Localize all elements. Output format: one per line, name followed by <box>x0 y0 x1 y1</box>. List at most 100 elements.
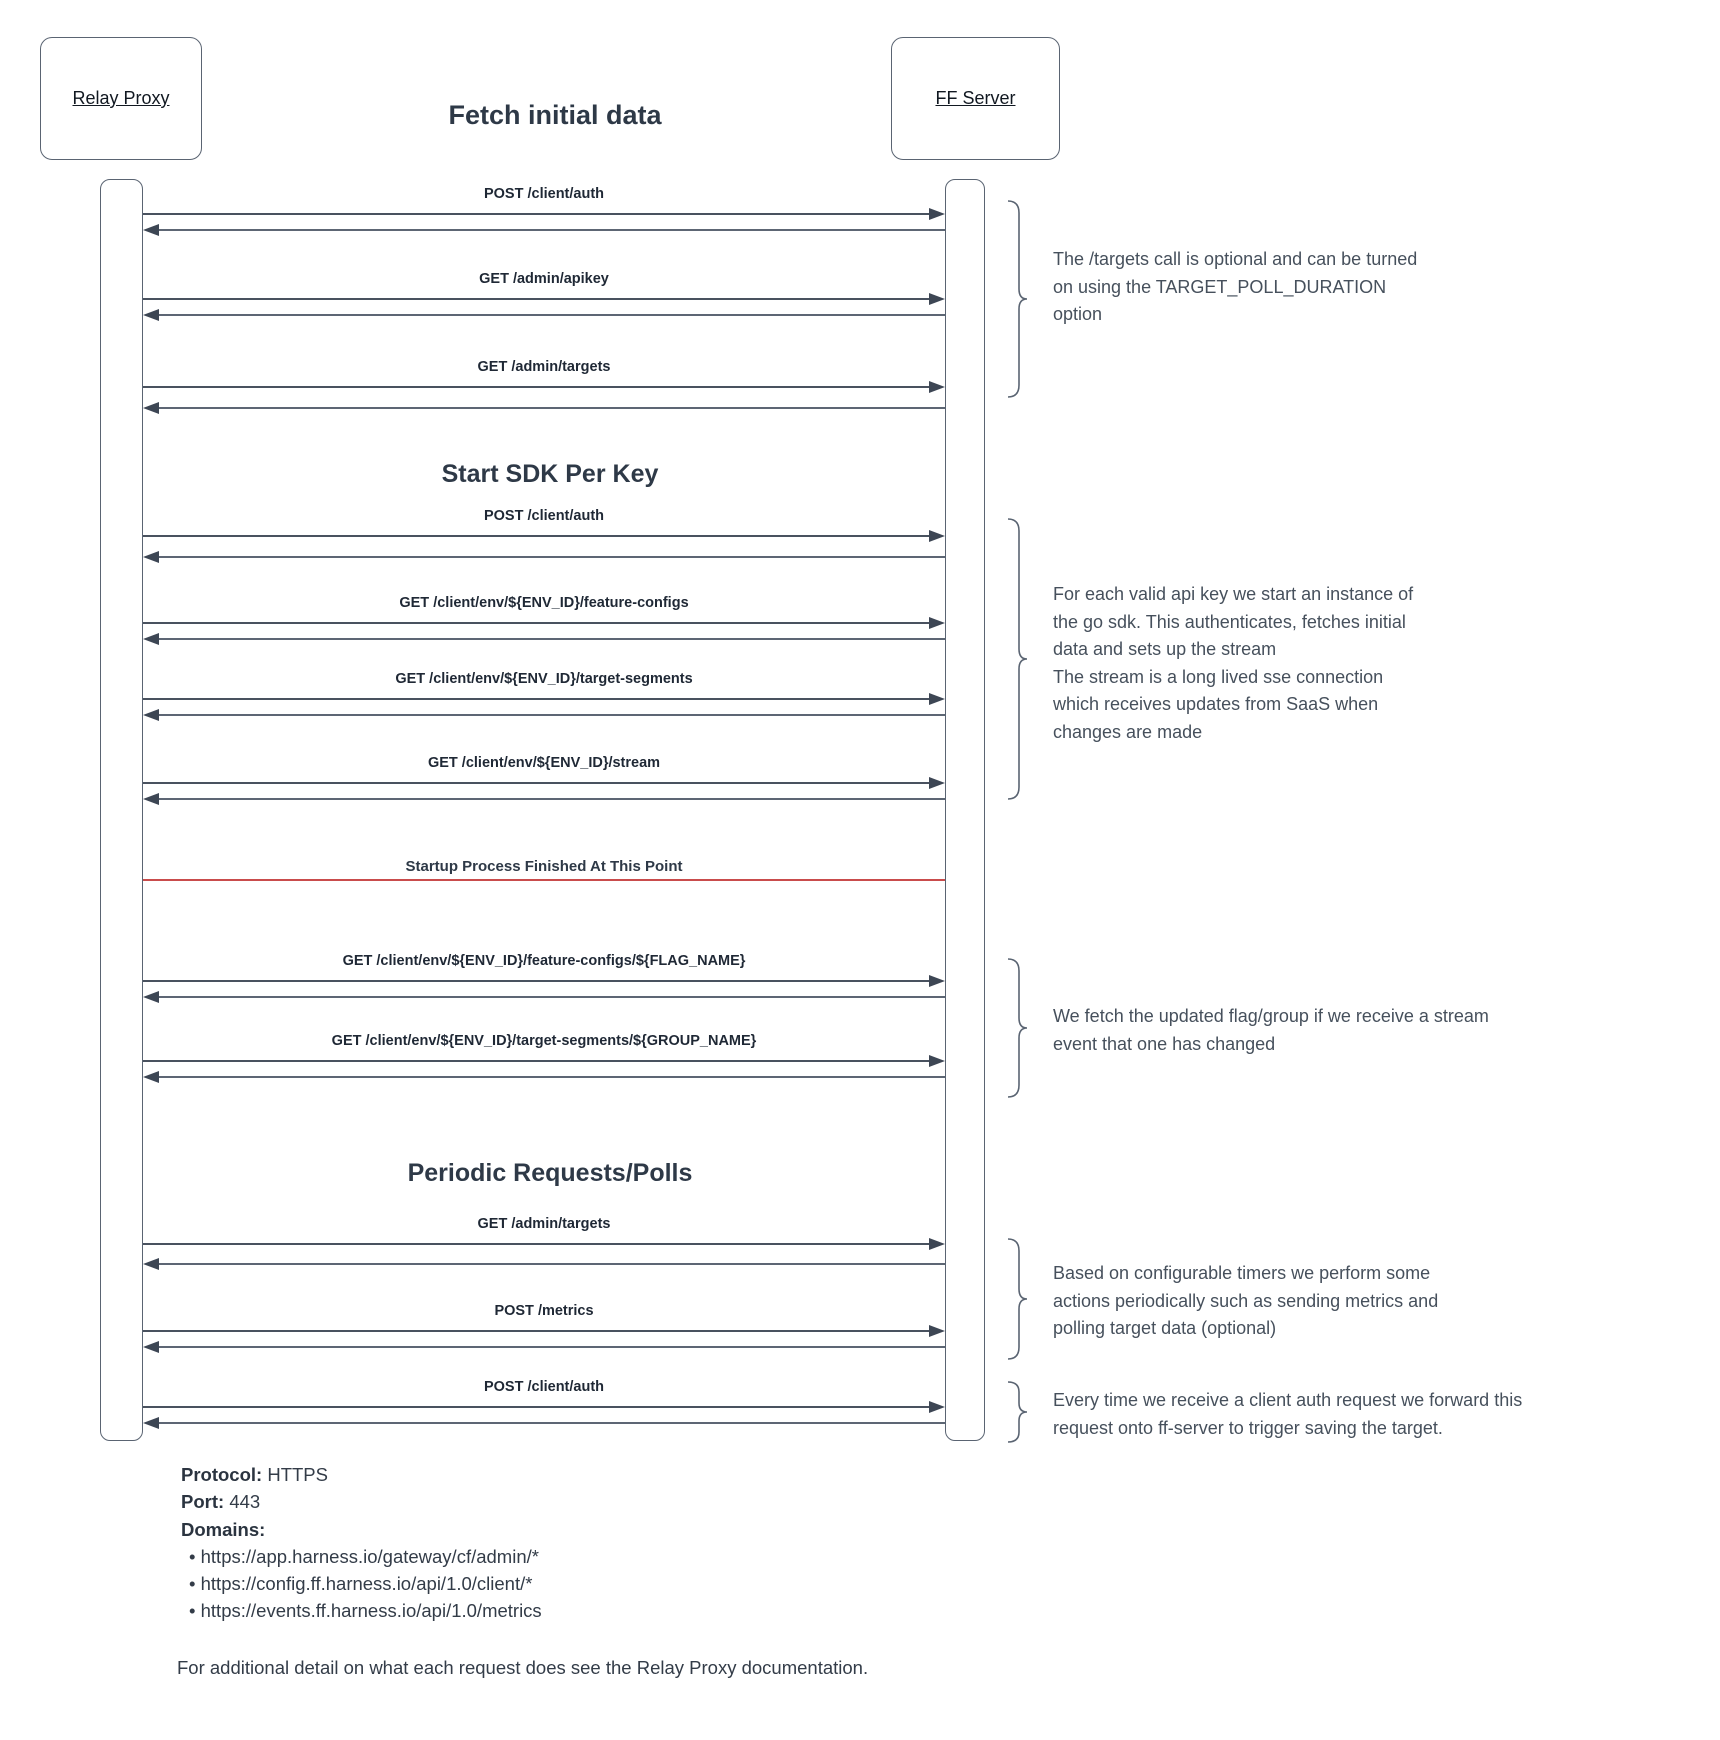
annotation-line: Based on configurable timers we perform … <box>1053 1263 1431 1283</box>
arrowhead-right-icon <box>929 1325 945 1337</box>
startup-divider-label: Startup Process Finished At This Point <box>405 858 683 875</box>
annotation-line: on using the TARGET_POLL_DURATION <box>1053 276 1387 297</box>
message-arrow-forward <box>143 535 930 537</box>
message-arrow-return <box>158 996 945 998</box>
message-row: GET /admin/apikey <box>143 271 945 327</box>
actor-label-ff-server: FF Server <box>935 88 1016 108</box>
port-line: Port: 443 <box>181 1488 542 1515</box>
message-row: POST /client/auth <box>143 1379 945 1435</box>
annotation-line: which receives updates from SaaS when <box>1053 694 1379 714</box>
message-label: GET /admin/targets <box>477 1216 611 1232</box>
message-arrow-return <box>158 638 945 640</box>
arrowhead-right-icon <box>929 1401 945 1413</box>
section-header-periodic: Periodic Requests/Polls <box>407 1159 693 1187</box>
arrowhead-right-icon <box>929 530 945 542</box>
message-label: GET /client/env/${ENV_ID}/target-segment… <box>395 671 693 687</box>
message-row: GET /client/env/${ENV_ID}/target-segment… <box>143 1033 945 1089</box>
message-arrow-forward <box>143 980 930 982</box>
message-arrow-return <box>158 798 945 800</box>
annotation-line: data and sets up the stream <box>1053 639 1277 659</box>
arrowhead-left-icon <box>143 309 159 321</box>
arrowhead-right-icon <box>929 1238 945 1250</box>
arrowhead-right-icon <box>929 1055 945 1067</box>
actor-label-relay-proxy: Relay Proxy <box>72 88 170 108</box>
arrowhead-left-icon <box>143 793 159 805</box>
message-arrow-forward <box>143 782 930 784</box>
message-arrow-return <box>158 1263 945 1265</box>
message-label: GET /client/env/${ENV_ID}/feature-config… <box>399 595 689 611</box>
arrowhead-right-icon <box>929 381 945 393</box>
annotation-brace-icon <box>1007 1238 1028 1360</box>
lifeline-relay-proxy <box>100 179 143 1441</box>
arrowhead-right-icon <box>929 208 945 220</box>
message-arrow-return <box>158 314 945 316</box>
message-row: GET /client/env/${ENV_ID}/stream <box>143 755 945 811</box>
annotation-brace-icon <box>1007 518 1028 800</box>
domain-list-item: https://app.harness.io/gateway/cf/admin/… <box>189 1543 542 1570</box>
message-row: GET /admin/targets <box>143 359 945 415</box>
message-label: POST /client/auth <box>483 186 605 202</box>
message-arrow-return <box>158 1346 945 1348</box>
message-label: POST /client/auth <box>483 508 605 524</box>
protocol-line: Protocol: HTTPS <box>181 1461 542 1488</box>
message-label: GET /admin/targets <box>477 359 611 375</box>
arrowhead-left-icon <box>143 991 159 1003</box>
arrowhead-left-icon <box>143 633 159 645</box>
arrowhead-right-icon <box>929 293 945 305</box>
message-arrow-forward <box>143 386 930 388</box>
message-label: GET /client/env/${ENV_ID}/feature-config… <box>342 953 746 969</box>
annotation-text: The /targets call is optional and can be… <box>1053 246 1417 329</box>
message-label: POST /client/auth <box>483 1379 605 1395</box>
annotation-text: We fetch the updated flag/group if we re… <box>1053 1003 1489 1058</box>
message-row: POST /metrics <box>143 1303 945 1359</box>
message-arrow-return <box>158 1422 945 1424</box>
domain-list-item: https://events.ff.harness.io/api/1.0/met… <box>189 1597 542 1624</box>
message-row: POST /client/auth <box>143 186 945 242</box>
message-label: GET /admin/apikey <box>479 271 609 287</box>
message-arrow-return <box>158 229 945 231</box>
message-arrow-forward <box>143 213 930 215</box>
message-arrow-forward <box>143 622 930 624</box>
protocol-label: Protocol: <box>181 1464 263 1485</box>
annotation-line: the go sdk. This authenticates, fetches … <box>1053 611 1406 632</box>
annotation-line: option <box>1053 304 1103 324</box>
annotation-text: Based on configurable timers we perform … <box>1053 1260 1438 1343</box>
arrowhead-left-icon <box>143 402 159 414</box>
message-arrow-forward <box>143 298 930 300</box>
domain-list-item: https://config.ff.harness.io/api/1.0/cli… <box>189 1570 542 1597</box>
message-arrow-forward <box>143 1060 930 1062</box>
arrowhead-right-icon <box>929 617 945 629</box>
message-arrow-return <box>158 1076 945 1078</box>
arrowhead-right-icon <box>929 975 945 987</box>
message-label: POST /metrics <box>494 1303 594 1319</box>
port-label: Port: <box>181 1491 225 1513</box>
arrowhead-left-icon <box>143 551 159 563</box>
protocol-value: HTTPS <box>267 1464 328 1485</box>
connection-details: Protocol: HTTPS Port: 443 Domains: https… <box>181 1461 542 1625</box>
message-arrow-forward <box>143 1330 930 1332</box>
arrowhead-right-icon <box>929 693 945 705</box>
annotation-line: request onto ff-server to trigger saving… <box>1053 1417 1443 1438</box>
annotation-line: We fetch the updated flag/group if we re… <box>1053 1006 1489 1026</box>
annotation-text: For each valid api key we start an insta… <box>1053 581 1413 746</box>
annotation-line: actions periodically such as sending met… <box>1053 1290 1439 1311</box>
annotation-line: For each valid api key we start an insta… <box>1053 584 1414 604</box>
annotation-line: The stream is a long lived sse connectio… <box>1053 666 1384 687</box>
message-label: GET /client/env/${ENV_ID}/target-segment… <box>331 1033 757 1049</box>
arrowhead-left-icon <box>143 1071 159 1083</box>
actor-box-relay-proxy: Relay Proxy <box>40 37 202 160</box>
arrowhead-left-icon <box>143 224 159 236</box>
message-arrow-return <box>158 556 945 558</box>
arrowhead-left-icon <box>143 1341 159 1353</box>
arrowhead-left-icon <box>143 709 159 721</box>
diagram-title: Fetch initial data <box>448 100 662 130</box>
annotation-line: The /targets call is optional and can be… <box>1053 249 1418 269</box>
message-row: GET /admin/targets <box>143 1216 945 1272</box>
annotation-line: changes are made <box>1053 721 1203 742</box>
message-row: GET /client/env/${ENV_ID}/feature-config… <box>143 595 945 651</box>
port-value: 443 <box>229 1491 261 1513</box>
message-row: GET /client/env/${ENV_ID}/feature-config… <box>143 953 945 1009</box>
annotation-brace-icon <box>1007 200 1028 398</box>
section-header-start-sdk: Start SDK Per Key <box>441 460 659 488</box>
